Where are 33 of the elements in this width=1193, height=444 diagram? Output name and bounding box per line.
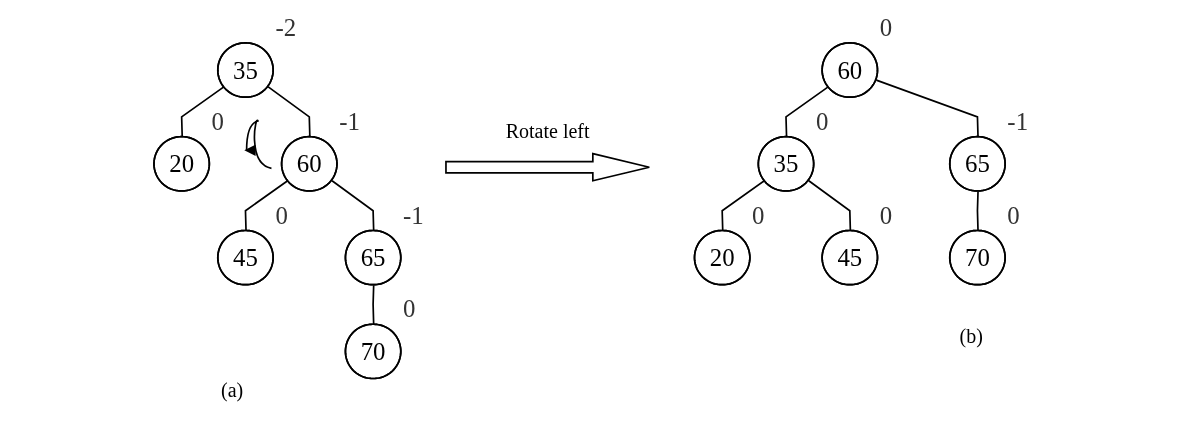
tree-node: 20 bbox=[153, 135, 211, 192]
panel-label: (b) bbox=[959, 324, 983, 348]
edge-line bbox=[721, 179, 766, 232]
tree-node: 60 bbox=[280, 135, 338, 192]
tree-node: 70 bbox=[948, 229, 1006, 286]
balance-factor: 0 bbox=[815, 107, 829, 135]
edge-line bbox=[244, 179, 289, 232]
arrow-caption: Rotate left bbox=[505, 119, 590, 143]
balance-factor: -2 bbox=[275, 14, 297, 42]
tree-node: 65 bbox=[948, 135, 1006, 192]
edge-line bbox=[807, 179, 852, 232]
tree-node: 35 bbox=[216, 42, 274, 98]
tree-node: 60 bbox=[821, 42, 879, 98]
tree-node: 35 bbox=[757, 135, 815, 192]
balance-factor: 0 bbox=[879, 201, 893, 229]
balance-factor: -1 bbox=[1007, 107, 1029, 135]
edge-line bbox=[372, 284, 375, 326]
balance-factor: -1 bbox=[339, 107, 360, 135]
balance-factor: 0 bbox=[879, 14, 893, 42]
panel-label: (a) bbox=[221, 378, 244, 402]
balance-factor: 0 bbox=[752, 201, 765, 229]
balance-factor: 0 bbox=[1007, 201, 1020, 229]
balance-factor: 0 bbox=[211, 107, 224, 135]
balance-factor: 0 bbox=[403, 295, 416, 323]
tree-node: 45 bbox=[821, 229, 879, 286]
edge-line bbox=[331, 179, 375, 232]
tree-node: 45 bbox=[216, 229, 274, 286]
tree-node: 20 bbox=[693, 229, 751, 286]
tree-node: 70 bbox=[344, 323, 402, 380]
edge-line bbox=[976, 190, 979, 232]
balance-factor: -1 bbox=[403, 201, 424, 229]
balance-factor: 0 bbox=[275, 201, 288, 229]
tree-node: 65 bbox=[344, 229, 402, 286]
